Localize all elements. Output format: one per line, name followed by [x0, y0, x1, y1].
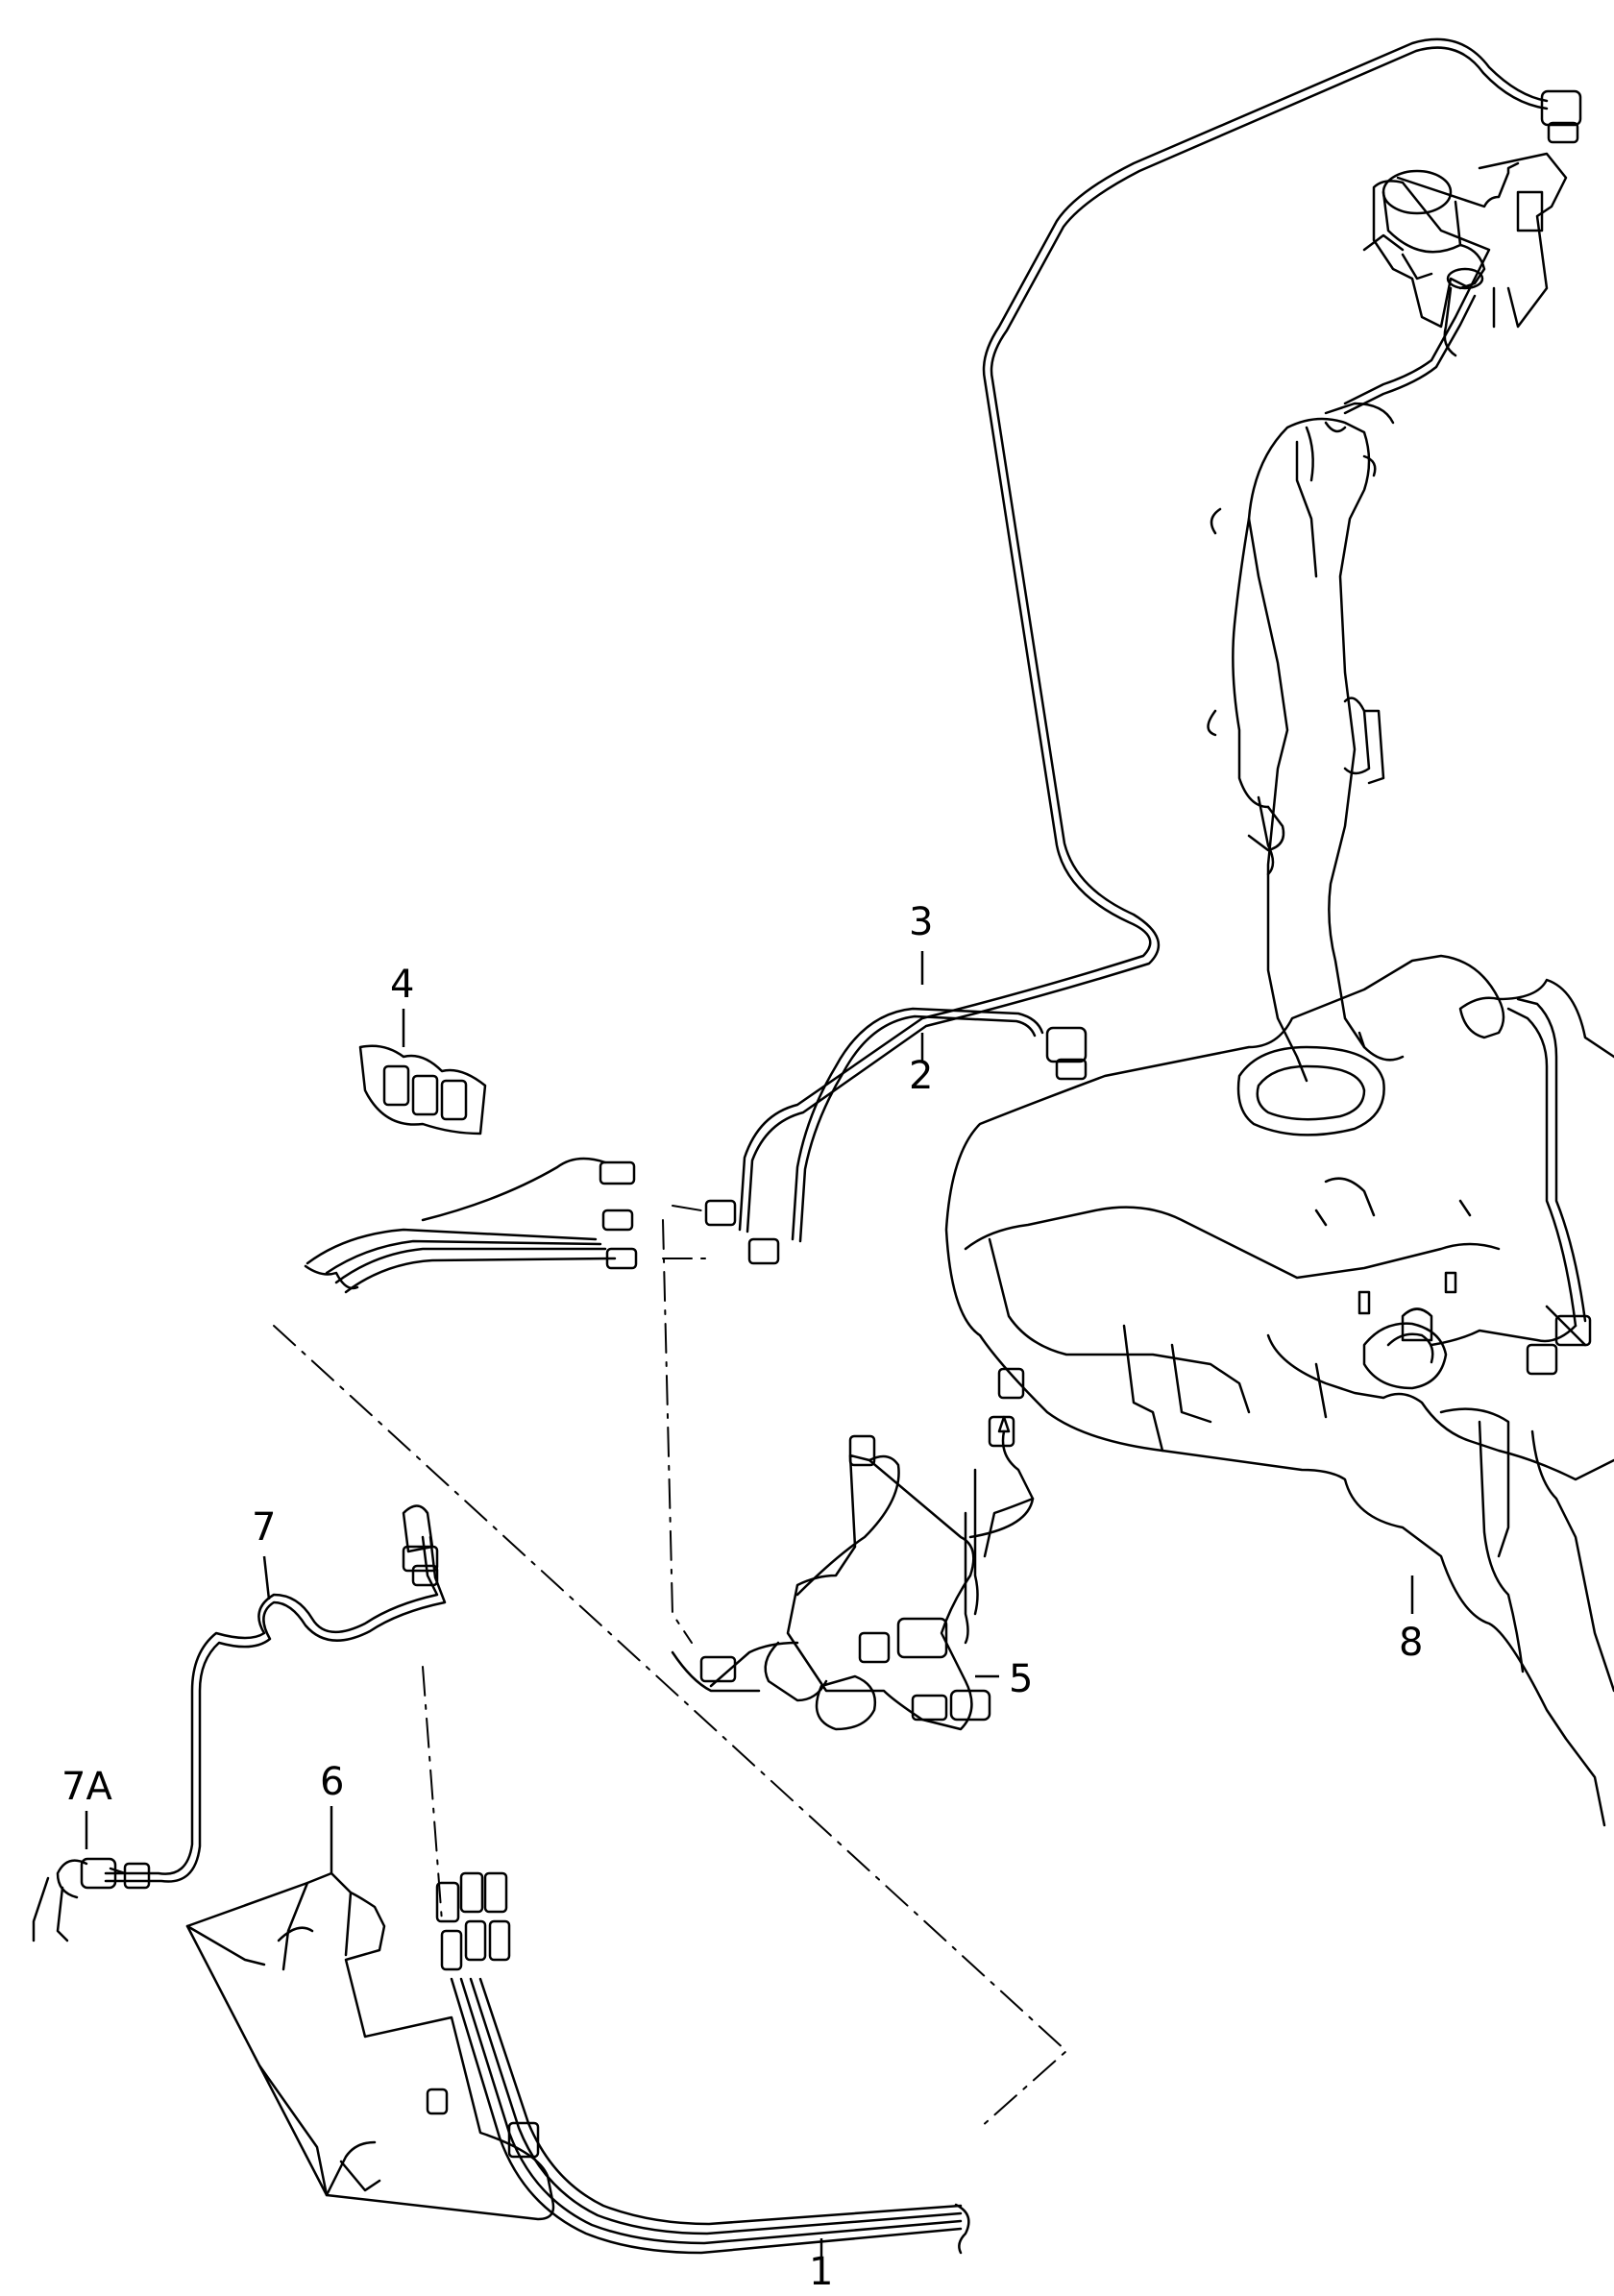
callout-7: 7	[252, 1505, 277, 1550]
fuel-line-2	[791, 1007, 1044, 1243]
fuel-line-bundle-1	[304, 1157, 970, 2255]
connectors-bundle-top	[599, 1160, 780, 1270]
connector-2	[1045, 1026, 1088, 1081]
connector-top	[1540, 89, 1582, 144]
fuel-tank-8	[944, 954, 1614, 1827]
connectors-bundle-bottom	[435, 1871, 511, 1971]
guide-lines	[273, 1205, 1067, 2129]
canister-top	[1362, 152, 1568, 357]
filler-neck	[1207, 286, 1477, 1083]
callout-2: 2	[909, 1054, 934, 1098]
callout-7a: 7A	[61, 1765, 112, 1809]
hose-7a	[32, 1876, 69, 1942]
callout-4: 4	[390, 963, 415, 1007]
callout-1: 1	[809, 2250, 834, 2294]
fuel-line-7	[104, 1535, 447, 1883]
leader-lines	[85, 951, 1414, 2277]
fuel-line-3	[738, 37, 1549, 1233]
clip-4	[358, 1044, 487, 1136]
callout-3: 3	[909, 900, 934, 944]
callout-5: 5	[1009, 1657, 1034, 1701]
filter-assembly-5	[671, 1367, 1035, 1731]
bracket-6	[185, 1871, 555, 2221]
connector-7-top	[402, 1504, 439, 1587]
connector-7a	[56, 1857, 151, 1899]
callout-8: 8	[1399, 1621, 1424, 1665]
callout-6: 6	[320, 1760, 345, 1804]
